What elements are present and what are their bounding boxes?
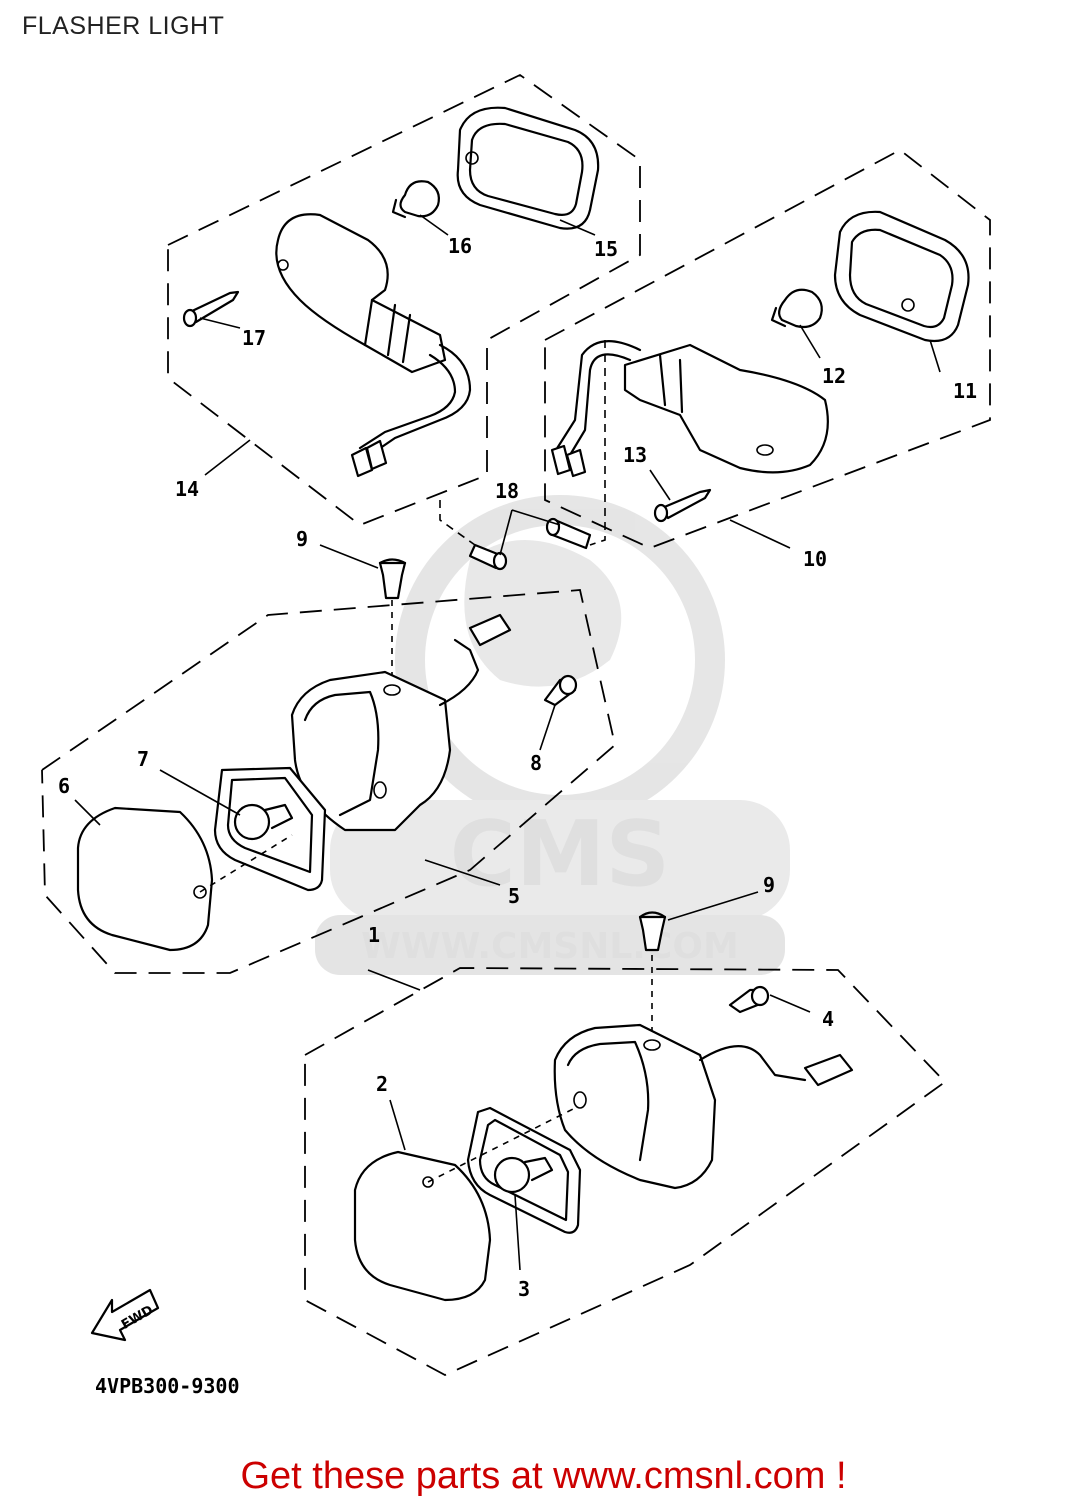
callout-10: 10	[803, 547, 827, 571]
lens-6	[76, 806, 214, 952]
group-14-outline	[167, 73, 641, 527]
callout-3: 3	[518, 1277, 530, 1301]
fwd-arrow-icon: FWD	[90, 1288, 160, 1342]
callout-6: 6	[58, 774, 70, 798]
callout-2: 2	[376, 1072, 388, 1096]
footer-link[interactable]: Get these parts at www.cmsnl.com !	[240, 1455, 847, 1497]
callout-numbers: 1 2 3 4 5 6 7 8 9 9 10 11 12 13 14 15 16…	[58, 234, 977, 1301]
callout-9-upper: 9	[296, 527, 308, 551]
callout-14: 14	[175, 477, 199, 501]
callout-1: 1	[368, 923, 380, 947]
watermark: CMS WWW.CMSNL.COM	[315, 495, 790, 975]
callout-7: 7	[137, 747, 149, 771]
leader-lines	[74, 214, 941, 1271]
screw-17	[182, 290, 240, 328]
housing-10	[550, 340, 829, 478]
callout-13: 13	[623, 443, 647, 467]
group-10-outline	[544, 148, 991, 549]
callout-4: 4	[822, 1007, 834, 1031]
callout-8: 8	[530, 751, 542, 775]
diagram-title: FLASHER LIGHT	[22, 12, 225, 40]
lens-11	[833, 210, 970, 343]
group-1-outline	[304, 967, 947, 1377]
screw-8	[543, 674, 578, 707]
housing-1	[553, 1023, 854, 1190]
bulb-16	[391, 180, 440, 219]
callout-12: 12	[822, 364, 846, 388]
callout-9-lower: 9	[763, 873, 775, 897]
group-5-outline	[41, 589, 616, 974]
lens-15	[456, 106, 600, 230]
screw-9-lower	[638, 911, 667, 1040]
watermark-brand: CMS	[450, 802, 670, 907]
callout-5: 5	[508, 884, 520, 908]
bulb-12	[770, 288, 823, 329]
callout-18: 18	[495, 479, 519, 503]
callout-11: 11	[953, 379, 977, 403]
gasket-3	[466, 1106, 582, 1234]
screw-18b	[545, 517, 592, 550]
screw-4	[728, 985, 770, 1014]
gasket-7	[213, 766, 327, 892]
screw-9-upper	[378, 558, 407, 680]
screw-13	[653, 488, 712, 523]
callout-17: 17	[242, 326, 266, 350]
part-code: 4VPB300-9300	[95, 1374, 240, 1398]
watermark-url: WWW.CMSNL.COM	[361, 926, 739, 967]
housing-14	[275, 213, 472, 478]
lens-2	[353, 1150, 492, 1302]
callout-15: 15	[594, 237, 618, 261]
callout-16: 16	[448, 234, 472, 258]
housing-5	[290, 613, 512, 832]
